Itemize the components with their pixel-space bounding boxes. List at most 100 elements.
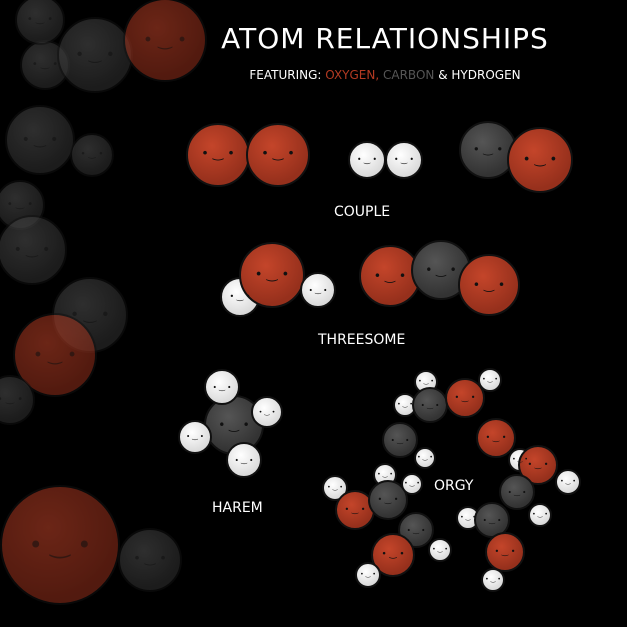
- smiley-face-icon: • ‿ •: [397, 401, 413, 408]
- smiley-face-icon: • ‿ •: [472, 276, 506, 292]
- oxygen-atom: [123, 0, 207, 82]
- hydrogen-atom: [385, 141, 423, 179]
- smiley-face-icon: • ‿ •: [70, 305, 110, 324]
- carbon-atom: [57, 17, 133, 93]
- smiley-face-icon: • ‿ •: [527, 460, 549, 469]
- smiley-face-icon: • ‿ •: [485, 576, 501, 583]
- hydrogen-atom: [251, 396, 283, 428]
- smiley-face-icon: • ‿ •: [360, 571, 376, 578]
- smiley-face-icon: • ‿ •: [21, 132, 59, 148]
- hydrogen-atom: [555, 469, 581, 495]
- smiley-face-icon: • ‿ •: [80, 149, 104, 160]
- smiley-face-icon: • ‿ •: [381, 549, 405, 560]
- hydrogen-atom: [478, 368, 502, 392]
- smiley-face-icon: • ‿ •: [229, 292, 251, 301]
- smiley-face-icon: • ‿ •: [482, 376, 498, 383]
- subtitle-oxygen: OXYGEN,: [325, 68, 380, 82]
- hydrogen-atom: [428, 538, 452, 562]
- smiley-face-icon: • ‿ •: [373, 267, 407, 283]
- smiley-face-icon: • ‿ •: [261, 146, 295, 162]
- carbon-atom: [70, 133, 114, 177]
- subtitle-carbon: CARBON: [383, 68, 435, 82]
- label-couple: COUPLE: [334, 204, 391, 220]
- carbon-atom: [5, 105, 75, 175]
- smiley-face-icon: • ‿ •: [377, 471, 393, 478]
- oxygen-atom: [359, 245, 421, 307]
- smiley-face-icon: • ‿ •: [0, 394, 24, 405]
- smiley-face-icon: • ‿ •: [406, 525, 426, 535]
- carbon-atom: [382, 422, 418, 458]
- smiley-face-icon: • ‿ •: [485, 433, 507, 442]
- smiley-face-icon: • ‿ •: [234, 455, 254, 465]
- poster-title: ATOM RELATIONSHIPS: [221, 22, 549, 55]
- smiley-face-icon: • ‿ •: [432, 546, 448, 553]
- smiley-face-icon: • ‿ •: [522, 152, 558, 168]
- smiley-face-icon: • ‿ •: [507, 487, 527, 497]
- oxygen-atom: [476, 418, 516, 458]
- hydrogen-atom: [414, 447, 436, 469]
- hydrogen-atom: [401, 473, 423, 495]
- smiley-face-icon: • ‿ •: [133, 551, 167, 567]
- smiley-face-icon: • ‿ •: [418, 378, 434, 385]
- smiley-face-icon: • ‿ •: [494, 547, 516, 556]
- smiley-face-icon: • ‿ •: [417, 454, 433, 461]
- smiley-face-icon: • ‿ •: [357, 155, 377, 165]
- hydrogen-atom: [528, 503, 552, 527]
- smiley-face-icon: • ‿ •: [254, 267, 290, 283]
- hydrogen-atom: [204, 369, 240, 405]
- carbon-atom: [118, 528, 182, 592]
- smiley-face-icon: • ‿ •: [420, 400, 440, 410]
- smiley-face-icon: • ‿ •: [143, 29, 187, 50]
- oxygen-atom: [0, 485, 120, 605]
- smiley-face-icon: • ‿ •: [75, 45, 115, 64]
- smiley-face-icon: • ‿ •: [532, 511, 548, 518]
- smiley-face-icon: • ‿ •: [186, 432, 204, 441]
- smiley-face-icon: • ‿ •: [482, 515, 502, 525]
- hydrogen-atom: [355, 562, 381, 588]
- smiley-face-icon: • ‿ •: [377, 495, 399, 504]
- smiley-face-icon: • ‿ •: [6, 199, 34, 210]
- carbon-atom: [15, 0, 65, 45]
- smiley-face-icon: • ‿ •: [344, 505, 366, 514]
- smiley-face-icon: • ‿ •: [394, 155, 414, 165]
- subtitle-amp: &: [438, 68, 448, 82]
- smiley-face-icon: • ‿ •: [26, 14, 54, 25]
- smiley-face-icon: • ‿ •: [404, 480, 420, 487]
- smiley-face-icon: • ‿ •: [212, 382, 232, 392]
- subtitle-hydrogen: HYDROGEN: [451, 68, 521, 82]
- poster-subtitle: FEATURING: OXYGEN, CARBON & HYDROGEN: [130, 68, 627, 82]
- smiley-face-icon: • ‿ •: [28, 531, 92, 559]
- smiley-face-icon: • ‿ •: [390, 435, 410, 445]
- oxygen-atom: [507, 127, 573, 193]
- hydrogen-atom: [226, 442, 262, 478]
- label-harem: HAREM: [212, 500, 263, 516]
- smiley-face-icon: • ‿ •: [308, 285, 328, 295]
- carbon-atom: [0, 215, 67, 285]
- smiley-face-icon: • ‿ •: [560, 478, 576, 485]
- oxygen-atom: [485, 532, 525, 572]
- hydrogen-atom: [481, 568, 505, 592]
- smiley-face-icon: • ‿ •: [460, 514, 476, 521]
- label-orgy: ORGY: [434, 478, 474, 494]
- oxygen-atom: [246, 123, 310, 187]
- smiley-face-icon: • ‿ •: [258, 407, 276, 416]
- smiley-face-icon: • ‿ •: [454, 393, 476, 402]
- smiley-face-icon: • ‿ •: [33, 344, 77, 365]
- carbon-atom: [474, 502, 510, 538]
- oxygen-atom: [458, 254, 520, 316]
- smiley-face-icon: • ‿ •: [201, 146, 235, 162]
- smiley-face-icon: • ‿ •: [31, 59, 59, 70]
- subtitle-prefix: FEATURING:: [249, 68, 322, 82]
- hydrogen-atom: [178, 420, 212, 454]
- smiley-face-icon: • ‿ •: [218, 418, 250, 432]
- label-threesome: THREESOME: [318, 332, 406, 348]
- smiley-face-icon: • ‿ •: [327, 484, 343, 491]
- smiley-face-icon: • ‿ •: [13, 242, 51, 258]
- smiley-face-icon: • ‿ •: [512, 456, 528, 463]
- oxygen-atom: [13, 313, 97, 397]
- smiley-face-icon: • ‿ •: [425, 263, 457, 277]
- oxygen-atom: [239, 242, 305, 308]
